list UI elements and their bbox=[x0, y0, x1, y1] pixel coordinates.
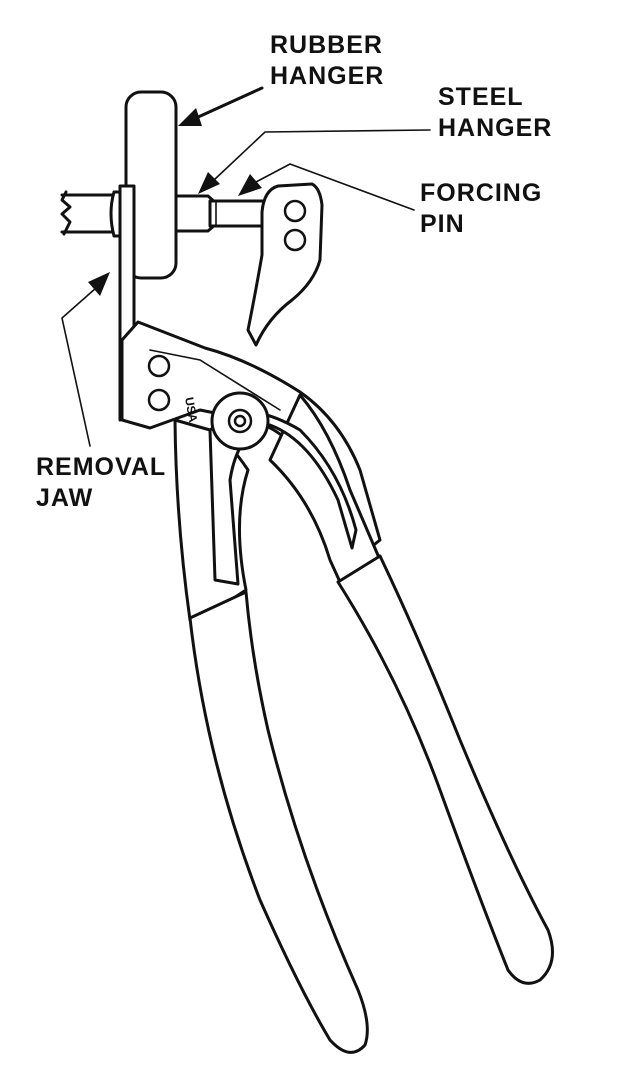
forcing-pin-jaw bbox=[246, 182, 324, 347]
removal-jaw-leader bbox=[61, 272, 110, 447]
steel-hanger-rod bbox=[170, 194, 274, 233]
forcing-pin-label: FORCING PIN bbox=[420, 179, 543, 238]
lever-arm bbox=[208, 391, 358, 586]
exhaust-pipe bbox=[60, 190, 124, 238]
removal-jaw-label: REMOVAL JAW bbox=[36, 453, 167, 512]
rubber-hanger-label: RUBBER HANGER bbox=[270, 31, 385, 90]
steel-hanger-label: STEEL HANGER bbox=[438, 83, 553, 142]
usa-stamp: USA bbox=[182, 396, 200, 424]
steel-hanger-leader bbox=[198, 129, 431, 194]
forcing-pin-leader bbox=[238, 163, 415, 211]
rubber-hanger-leader bbox=[178, 86, 264, 126]
